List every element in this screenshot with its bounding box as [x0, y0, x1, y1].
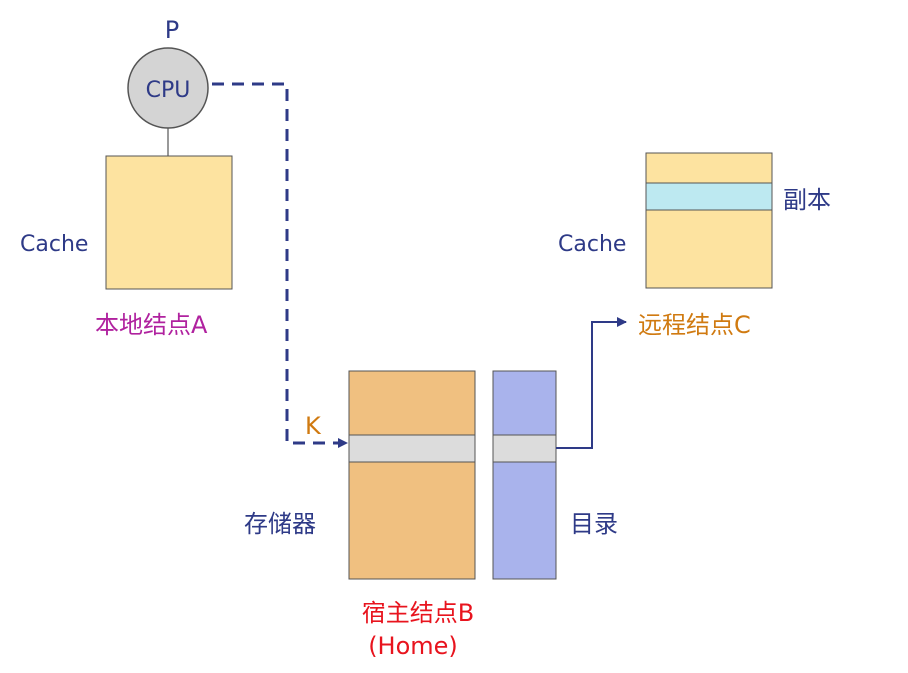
local-cache-box [105, 155, 233, 290]
directory-entry-k [492, 434, 557, 463]
processor-label: P [165, 16, 179, 44]
home-node-subtitle: (Home) [368, 632, 458, 660]
request-path-arrow [212, 82, 348, 448]
local-cache-label: Cache [20, 232, 88, 257]
directory-label: 目录 [570, 510, 618, 538]
remote-copy-line [645, 182, 773, 211]
directory-pointer-arrow [556, 317, 627, 449]
home-node-name: 宿主结点B [362, 599, 474, 627]
copy-label: 副本 [783, 186, 831, 214]
memory-block-k [348, 434, 476, 463]
directory-box [492, 370, 557, 580]
home-memory-box [348, 370, 476, 580]
remote-node-name: 远程结点C [638, 311, 751, 339]
local-node-name: 本地结点A [95, 311, 208, 339]
remote-cache-box [645, 152, 773, 289]
block-k-label: K [305, 412, 322, 440]
remote-cache-label: Cache [558, 232, 626, 257]
cpu-label: CPU [146, 78, 191, 103]
memory-label: 存储器 [244, 510, 316, 538]
